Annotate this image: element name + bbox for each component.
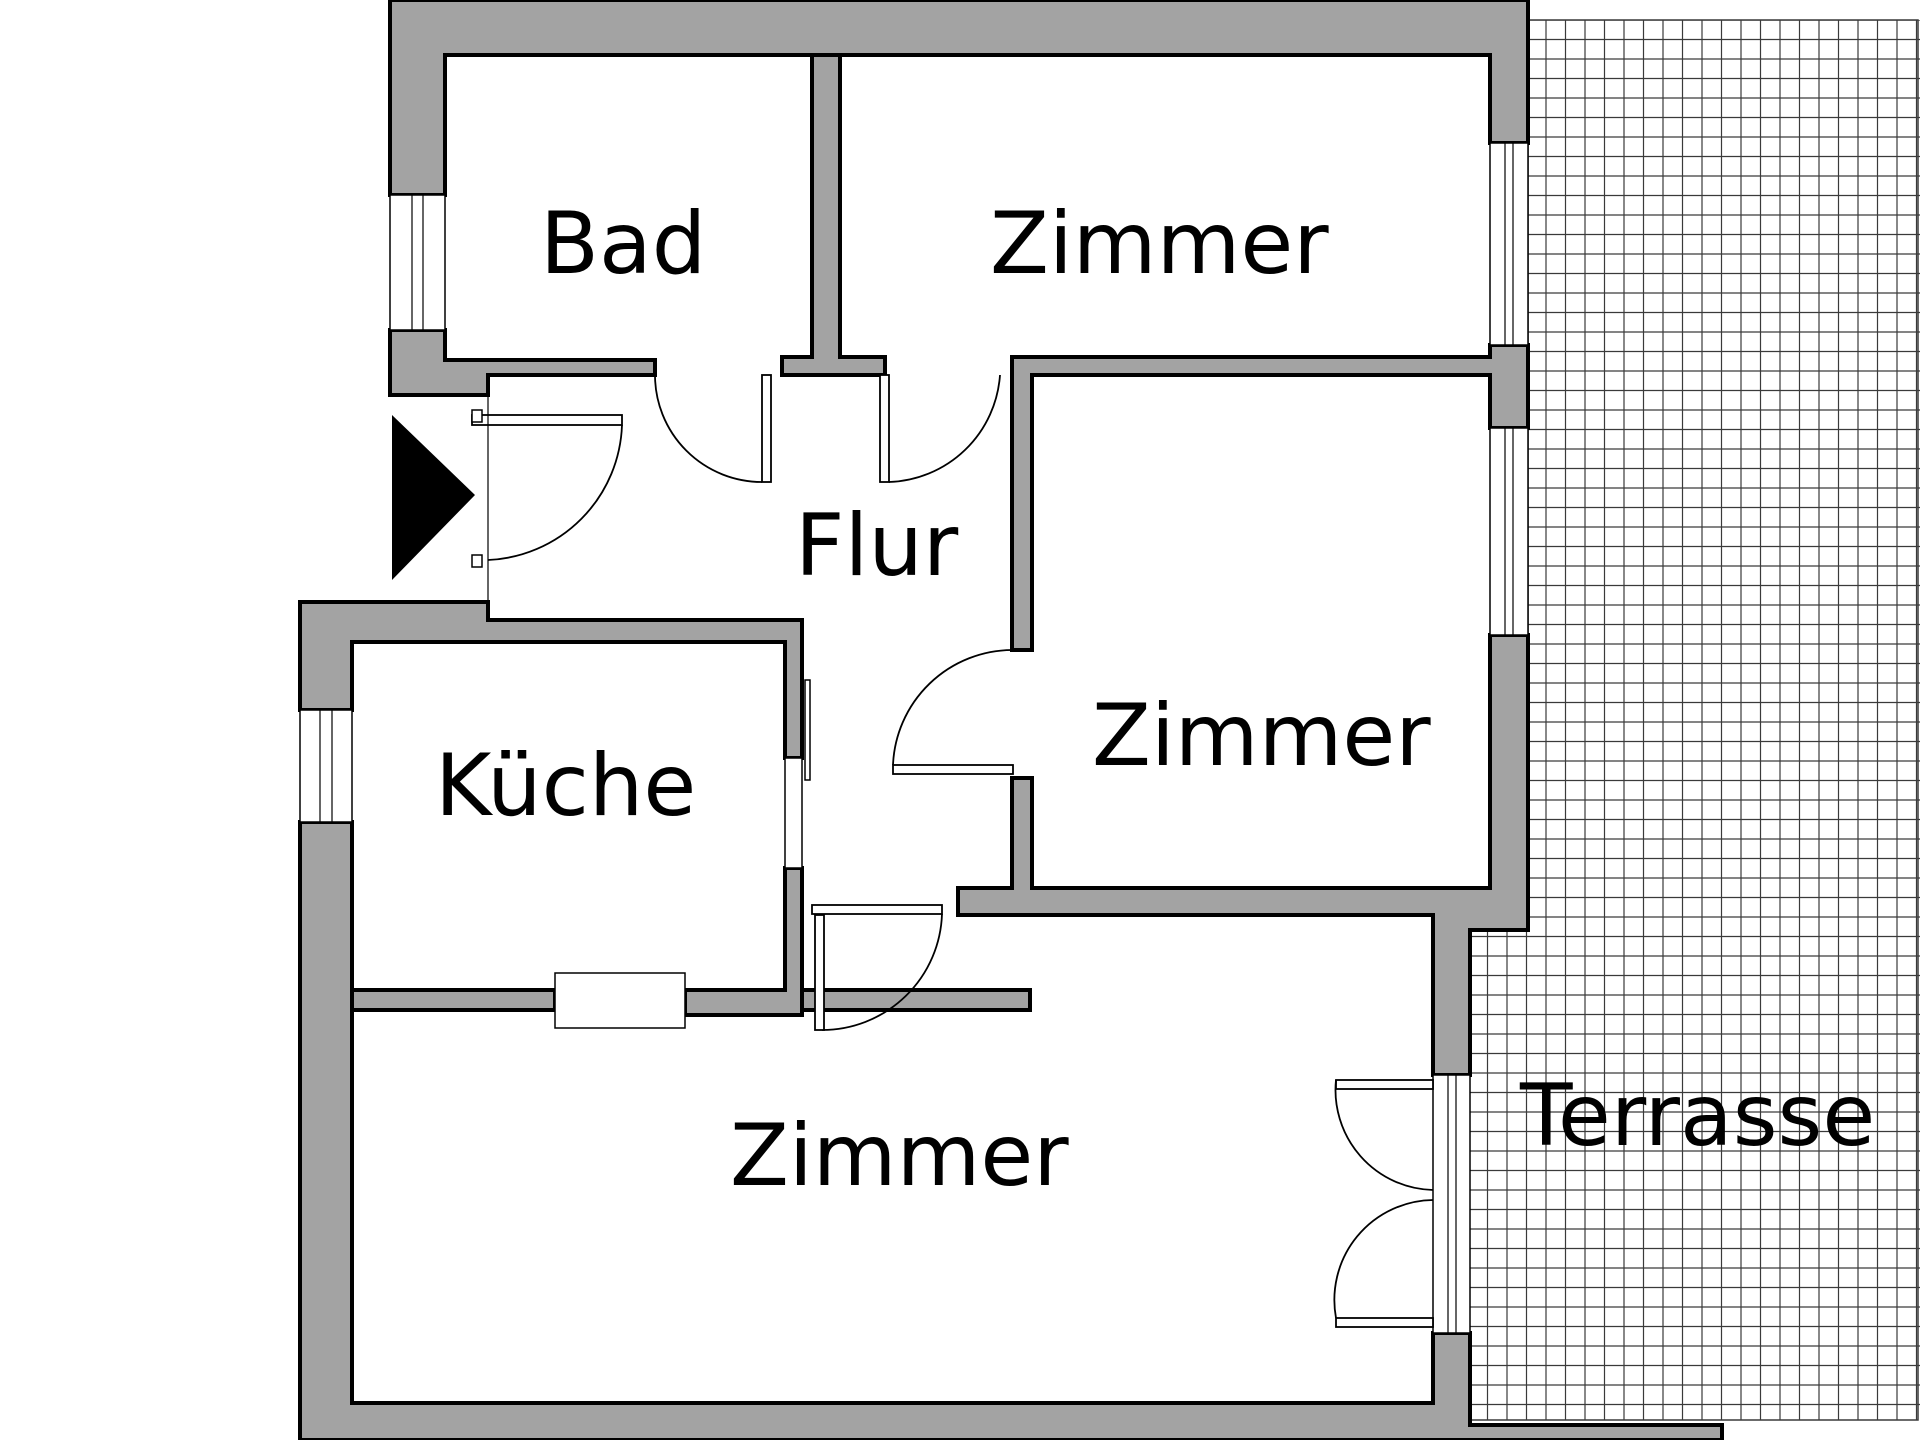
room-label-zimmer-bottom: Zimmer — [730, 1106, 1069, 1206]
terrace-tiles — [1467, 19, 1920, 1421]
room-label-terrasse: Terrasse — [1519, 1066, 1875, 1166]
room-label-zimmer-top: Zimmer — [990, 194, 1329, 294]
room-label-bad: Bad — [540, 194, 706, 294]
room-label-zimmer-right: Zimmer — [1092, 686, 1431, 786]
room-label-flur: Flur — [795, 496, 959, 596]
entrance-arrow-icon — [392, 415, 475, 580]
doors — [471, 374, 1434, 1328]
room-label-kueche: Küche — [435, 736, 696, 836]
windows — [299, 142, 1529, 1334]
